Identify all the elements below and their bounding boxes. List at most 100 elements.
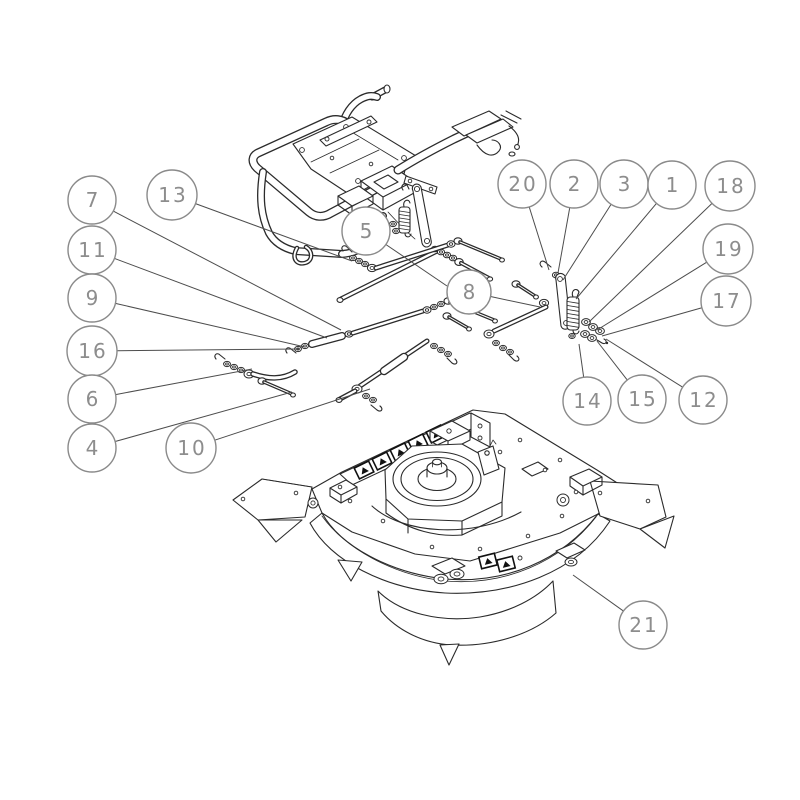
callout-balloon[interactable] (497, 159, 547, 209)
bushing (541, 301, 547, 305)
callout-number: 17 (712, 289, 741, 313)
mandrel-arc (371, 505, 522, 531)
callout-11[interactable]: 11 (67, 225, 328, 339)
leader-line (562, 203, 612, 281)
hex-nut (582, 332, 588, 336)
deck-bolts (337, 437, 579, 552)
callout-number: 3 (618, 172, 633, 196)
callout-20[interactable]: 20 (497, 159, 550, 271)
callout-15[interactable]: 15 (596, 340, 667, 424)
idler-pulley (560, 497, 566, 503)
callout-number: 21 (629, 613, 658, 637)
cotter-pin (370, 404, 383, 412)
callout-10[interactable]: 10 (165, 388, 371, 474)
callout-number: 9 (86, 286, 101, 310)
callout-13[interactable]: 13 (146, 169, 353, 262)
callout-number: 18 (716, 174, 745, 198)
deck-skirt-lower (377, 580, 557, 646)
lift-link-spring (539, 260, 609, 345)
callout-balloon[interactable] (617, 374, 667, 424)
callout-5[interactable]: 5 (341, 206, 448, 287)
callout-number: 5 (360, 219, 375, 243)
callout-balloon[interactable] (678, 375, 728, 425)
hitch-lever (476, 139, 501, 156)
warning-label (353, 460, 375, 480)
callout-balloon[interactable] (165, 422, 217, 474)
callout-4[interactable]: 4 (67, 391, 293, 473)
callout-number: 13 (158, 183, 187, 207)
leader-line (113, 210, 342, 331)
callout-14[interactable]: 14 (562, 343, 612, 426)
callout-1[interactable]: 1 (575, 160, 697, 300)
callout-8[interactable]: 8 (446, 269, 541, 315)
callout-number: 11 (78, 238, 107, 262)
callout-12[interactable]: 12 (605, 338, 728, 425)
guard-bracket (477, 445, 500, 476)
cotter-pin (341, 245, 353, 253)
cotter-pin (508, 354, 520, 362)
callout-balloon[interactable] (67, 423, 117, 473)
leader-line (195, 203, 353, 262)
cotter-pin (596, 338, 607, 345)
leader-line (557, 207, 571, 274)
callout-number: 20 (508, 172, 537, 196)
bolt-group-8 (442, 312, 472, 332)
callout-balloon[interactable] (618, 600, 668, 650)
left-wing-flap (257, 519, 303, 543)
center-adjust-rod (335, 338, 458, 412)
callout-number: 6 (86, 387, 101, 411)
callout-7[interactable]: 7 (67, 175, 342, 331)
callout-number: 19 (714, 237, 743, 261)
leader-line (588, 202, 713, 323)
frame-hook (293, 246, 313, 265)
callout-21[interactable]: 21 (572, 574, 668, 650)
callout-2[interactable]: 2 (549, 159, 599, 274)
lever-rod (339, 249, 439, 301)
cotter-pin (214, 353, 226, 360)
leader-line (116, 348, 300, 352)
deck-assembly (232, 409, 675, 666)
callout-balloon[interactable] (67, 273, 117, 323)
anti-scalp-roller (437, 576, 445, 582)
leader-line (596, 261, 707, 331)
upper-link-rod (341, 237, 505, 273)
left-elbow-rod (214, 353, 298, 398)
callout-balloon[interactable] (704, 160, 756, 212)
callout-balloon[interactable] (562, 376, 612, 426)
callout-balloon[interactable] (67, 175, 117, 225)
callout-balloon[interactable] (341, 206, 391, 256)
hex-nut (590, 325, 596, 329)
bushing (486, 331, 492, 337)
deck-foot-left (337, 559, 363, 582)
hitch-plate (451, 110, 502, 137)
callout-18[interactable]: 18 (588, 160, 756, 323)
callout-19[interactable]: 19 (596, 223, 754, 331)
leader-line (605, 338, 683, 388)
callout-balloon[interactable] (702, 223, 754, 275)
callout-balloon[interactable] (700, 275, 752, 327)
callout-number: 10 (177, 436, 206, 460)
bushing (369, 266, 375, 270)
callout-balloon[interactable] (647, 160, 697, 210)
callout-number: 15 (628, 387, 657, 411)
callout-balloon[interactable] (446, 269, 492, 315)
callout-balloon[interactable] (146, 169, 198, 221)
grip-cap (383, 84, 391, 94)
cotter-pin (539, 260, 552, 268)
right-wing-plate (589, 480, 667, 530)
callout-balloon[interactable] (549, 159, 599, 209)
cross-strap (319, 115, 378, 147)
hex-nut (589, 336, 595, 340)
leader-line (575, 203, 657, 300)
frame-left-tube (258, 169, 345, 257)
leader-line (490, 296, 541, 308)
warning-label (477, 552, 499, 570)
callout-balloon[interactable] (67, 374, 117, 424)
callout-9[interactable]: 9 (67, 273, 306, 348)
hitch-plate-2 (465, 118, 514, 144)
callout-number: 7 (86, 188, 101, 212)
callout-6[interactable]: 6 (67, 368, 253, 424)
callout-16[interactable]: 16 (66, 325, 300, 377)
callout-17[interactable]: 17 (601, 275, 752, 337)
